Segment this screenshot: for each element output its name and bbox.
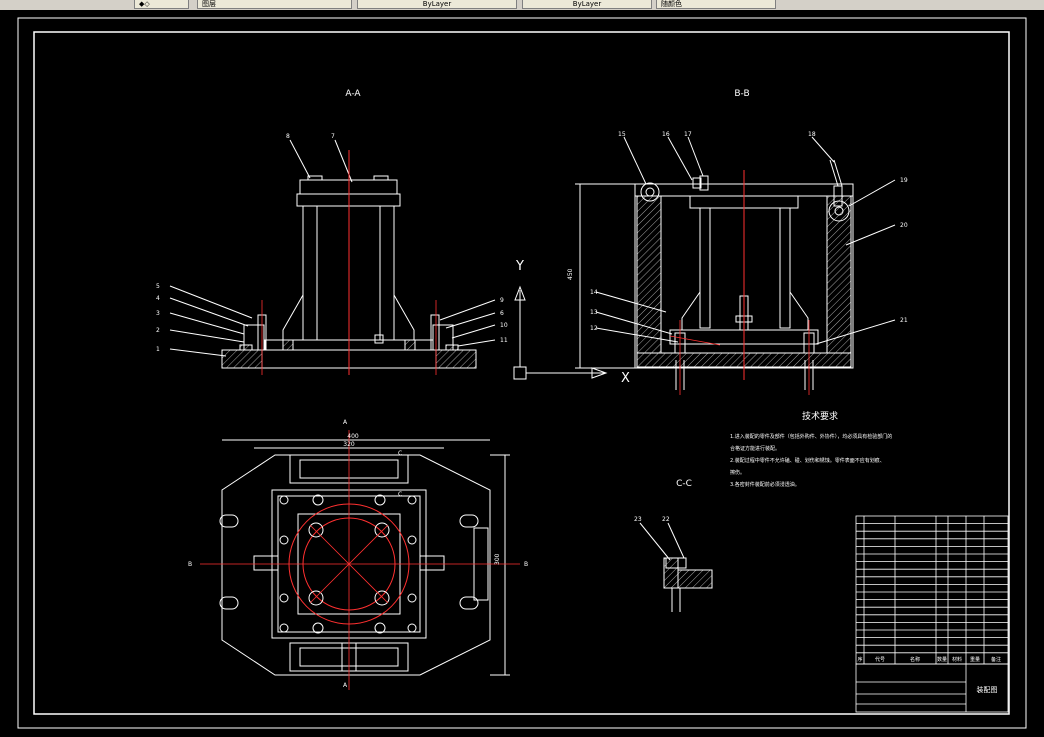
svg-text:16: 16 — [662, 131, 670, 138]
section-mark-a-bottom: A — [343, 682, 348, 689]
section-mark-c-bottom: C — [398, 491, 402, 498]
layer-icons[interactable]: ◆◇ — [134, 0, 189, 9]
svg-text:14: 14 — [590, 289, 598, 296]
svg-text:3: 3 — [156, 310, 160, 317]
plan-inner-dim: 320 — [343, 441, 355, 448]
view-bb — [575, 136, 896, 390]
bb-right-wall — [826, 195, 852, 354]
plan-side-dim: 300 — [494, 553, 501, 565]
drawing-canvas[interactable]: A-A B-B C-C — [0, 10, 1044, 737]
layer-dropdown-value: 图层 — [202, 0, 216, 8]
svg-text:17: 17 — [684, 131, 692, 138]
svg-text:23: 23 — [634, 516, 642, 523]
title-block-header: 序 代号 名称 数量材料 重量 备注 — [857, 656, 1001, 663]
svg-text:19: 19 — [900, 177, 908, 184]
tech-note-2: 合格证方能进行装配。 — [730, 445, 780, 452]
view-bb-label: B-B — [734, 89, 749, 99]
drawing-name: 装配图 — [977, 685, 998, 694]
svg-text:1: 1 — [156, 346, 160, 353]
section-mark-a-top: A — [343, 419, 348, 426]
view-cc-label: C-C — [676, 479, 692, 489]
axis-x-label: X — [621, 371, 630, 386]
svg-text:9: 9 — [500, 297, 504, 304]
section-mark-c-top: C — [398, 450, 402, 457]
plan-centerlines — [200, 430, 520, 690]
section-mark-b-left: B — [188, 561, 192, 568]
title-block-header-cell: 材料 — [952, 656, 962, 663]
view-aa — [169, 139, 496, 369]
aa-right-column — [379, 205, 395, 341]
tech-note-5: 3.各密封件装配前必须浸透油。 — [730, 481, 800, 488]
plan-view — [219, 439, 510, 676]
view-cc — [639, 522, 713, 612]
linetype-dropdown[interactable]: ByLayer — [522, 0, 652, 9]
lineweight-dropdown[interactable]: 随颜色 — [656, 0, 776, 9]
svg-text:11: 11 — [500, 337, 508, 344]
tech-requirements: 技术要求 1.进入装配的零件及部件（包括外购件、外协件），均必须具有检验部门的 … — [730, 410, 892, 488]
aa-balloons: 5 4 3 2 1 8 7 9 6 10 11 — [156, 133, 508, 353]
title-block — [855, 515, 1009, 713]
layer-icon[interactable]: ◆◇ — [139, 0, 150, 8]
tech-title: 技术要求 — [802, 410, 838, 422]
svg-text:2: 2 — [156, 327, 160, 334]
svg-text:21: 21 — [900, 317, 908, 324]
svg-text:22: 22 — [662, 516, 670, 523]
svg-text:8: 8 — [286, 133, 290, 140]
svg-text:10: 10 — [500, 322, 508, 329]
section-mark-b-right: B — [524, 561, 528, 568]
aa-left-column — [302, 205, 318, 341]
lineweight-dropdown-value: 随颜色 — [661, 0, 682, 8]
title-block-header-cell: 数量 — [937, 656, 947, 663]
view-aa-label: A-A — [345, 89, 361, 99]
color-dropdown[interactable]: ByLayer — [357, 0, 517, 9]
ucs-axes — [513, 285, 608, 380]
title-block-header-cell: 序 — [857, 656, 862, 663]
plan-base-outline — [221, 454, 491, 676]
tech-note-4: 擦伤。 — [730, 469, 745, 476]
svg-text:4: 4 — [156, 295, 160, 302]
layer-dropdown[interactable]: 图层 — [197, 0, 352, 9]
svg-text:12: 12 — [590, 325, 598, 332]
axis-y-label: Y — [515, 259, 524, 274]
title-block-header-cell: 名称 — [910, 656, 920, 663]
bb-height-dim: 450 — [567, 268, 574, 280]
color-dropdown-value: ByLayer — [422, 0, 452, 8]
inner-border — [33, 31, 1010, 715]
svg-text:18: 18 — [808, 131, 816, 138]
tech-note-3: 2.装配过程中零件不允许磕、碰、划伤和锈蚀。零件表面不应有划痕、 — [730, 457, 885, 464]
tech-note-1: 1.进入装配的零件及部件（包括外购件、外协件），均必须具有检验部门的 — [730, 433, 892, 440]
svg-text:13: 13 — [590, 309, 598, 316]
svg-text:15: 15 — [618, 131, 626, 138]
svg-text:7: 7 — [331, 133, 335, 140]
svg-text:20: 20 — [900, 222, 908, 229]
title-block-header-cell: 备注 — [991, 656, 1001, 663]
plan-width-dim: 400 — [347, 433, 359, 440]
bb-balloons: 15 16 17 18 19 20 21 14 13 12 — [590, 131, 908, 332]
svg-text:5: 5 — [156, 283, 160, 290]
title-block-header-cell: 代号 — [875, 656, 885, 663]
title-block-header-cell: 重量 — [970, 656, 980, 663]
outer-border — [17, 17, 1027, 729]
linetype-dropdown-value: ByLayer — [572, 0, 602, 8]
cc-balloons: 23 22 — [634, 516, 670, 523]
svg-text:6: 6 — [500, 310, 504, 317]
